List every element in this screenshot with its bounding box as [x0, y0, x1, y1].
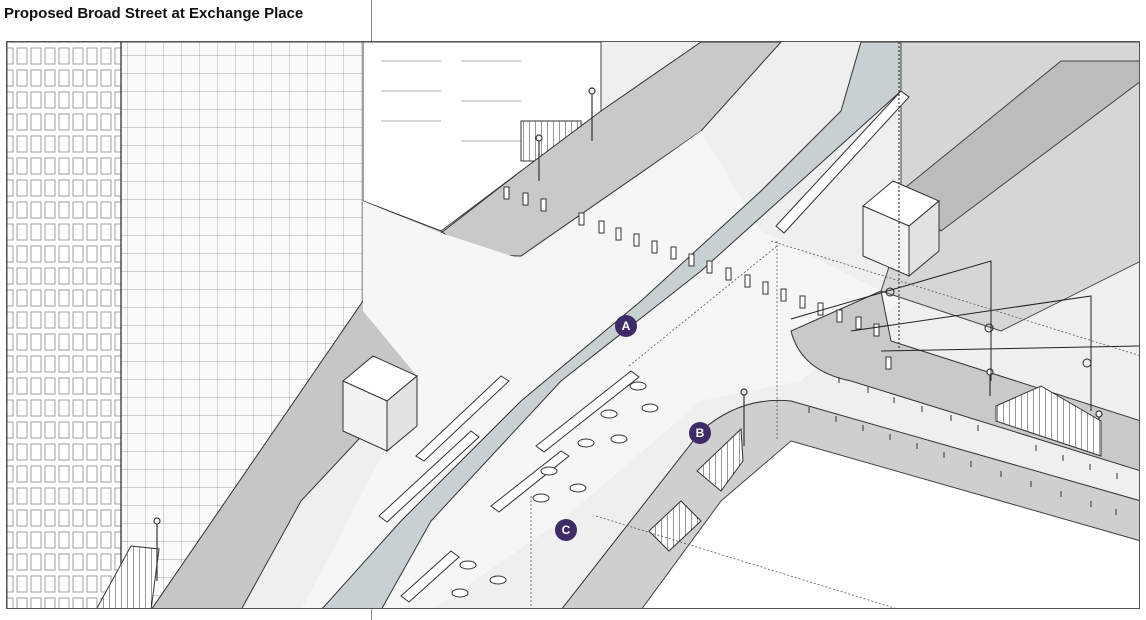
guide-lines [530, 240, 1139, 608]
marker-b: B [689, 422, 711, 444]
cafe-tables [451, 381, 659, 598]
planters [648, 385, 1102, 552]
left-tower [7, 42, 364, 608]
kiosk-left [342, 355, 418, 453]
main-road [322, 42, 907, 608]
marker-a: A [615, 315, 637, 337]
bollard-row [503, 186, 892, 370]
curb-markers [808, 377, 1118, 515]
lampposts [153, 87, 1103, 581]
kiosk-right [862, 180, 940, 278]
page-title: Proposed Broad Street at Exchange Place [4, 5, 304, 22]
marker-c: C [555, 519, 577, 541]
axonometric-drawing [7, 42, 1139, 608]
canopy-cables [790, 42, 1139, 411]
lower-right-building-roof [641, 440, 1139, 608]
subway-stair-left [96, 545, 160, 608]
plaza-benches [378, 90, 910, 603]
street-illustration: A B C [6, 41, 1140, 609]
